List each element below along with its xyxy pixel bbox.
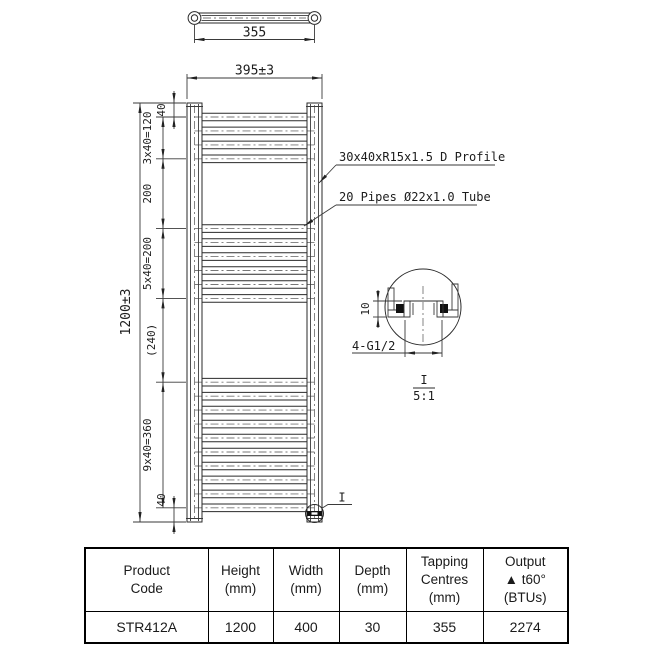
spec-value-row: STR412A 1200 400 30 355 2274 (84, 611, 569, 644)
dim-gap2: (240) (145, 324, 158, 357)
value-output: 2274 (482, 611, 569, 644)
header-output: Output▲ t60° (BTUs) (482, 547, 569, 612)
tapping-centres-dim: 355 (243, 26, 266, 41)
drawing-canvas: 355 395±3 (119, 0, 505, 545)
seal-right (440, 304, 448, 313)
top-view: 355 (188, 12, 321, 43)
header-height: Height(mm) (207, 547, 274, 612)
left-dimensions: 1200±3 3x40=120 200 5x40=200 (240) 9x40=… (119, 91, 186, 534)
detail-scale-label: 5:1 (413, 389, 435, 403)
pipe-rails (195, 113, 315, 511)
seal-left (396, 304, 404, 313)
thread-label: 4-G1/2 (352, 339, 395, 353)
callouts: 30x40xR15x1.5 D Profile 20 Pipes Ø22x1.0… (304, 150, 505, 226)
dim-group2: 5x40=200 (141, 237, 154, 290)
header-width: Width(mm) (272, 547, 340, 612)
section-ref-label: I (338, 491, 345, 505)
dim-gap1: 200 (141, 184, 154, 204)
height-dim: 1200±3 (119, 289, 134, 336)
profile-callout-label: 30x40xR15x1.5 D Profile (339, 150, 505, 164)
dim-bottom-gap: 40 (155, 493, 168, 506)
left-tube (186, 103, 203, 522)
boss-height-dim: 10 (359, 302, 372, 315)
value-tapping-centres: 355 (405, 611, 484, 644)
section-marker: I (306, 491, 353, 523)
detail-view: 10 4-G1/2 I 5:1 (352, 269, 461, 403)
value-width: 400 (272, 611, 340, 644)
right-tube (306, 103, 323, 522)
width-dim: 395±3 (235, 64, 274, 79)
front-view: 395±3 I (186, 64, 352, 523)
detail-ref-label: I (420, 373, 427, 387)
pipes-callout-label: 20 Pipes Ø22x1.0 Tube (339, 190, 491, 204)
value-depth: 30 (338, 611, 407, 644)
dim-group1: 3x40=120 (141, 112, 154, 165)
value-height: 1200 (207, 611, 274, 644)
header-depth: Depth(mm) (338, 547, 407, 612)
dim-top-gap: 40 (155, 103, 168, 116)
dim-group3: 9x40=360 (141, 419, 154, 472)
value-product-code: STR412A (84, 611, 209, 644)
